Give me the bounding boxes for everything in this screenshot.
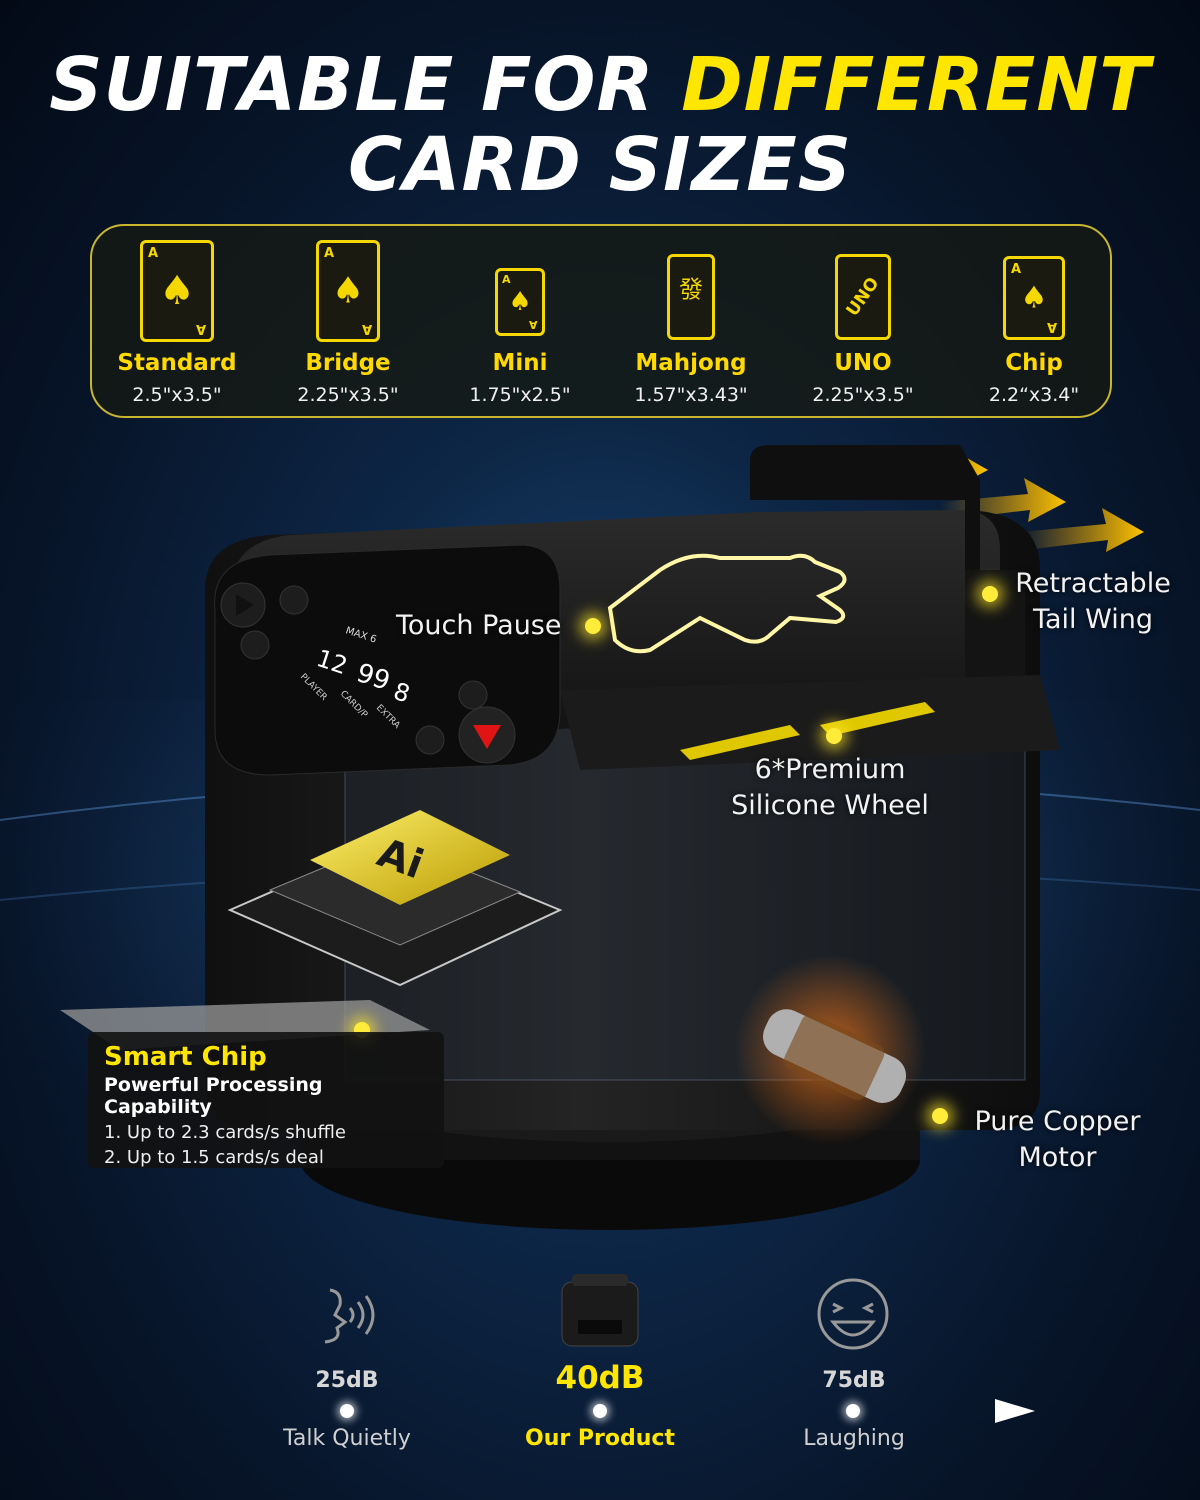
card-dimension: 1.57"x3.43"	[634, 384, 748, 406]
card-size-chip: A ♠ A Chip 2.2“x3.4"	[949, 226, 1119, 420]
whisper-icon	[324, 1288, 375, 1344]
touch-pause-label: Touch Pause	[396, 610, 562, 641]
card-dimension: 1.75"x2.5"	[469, 384, 571, 406]
noise-level-laughing: 75dB	[822, 1368, 886, 1393]
card-size-standard: A ♠ A Standard 2.5"x3.5"	[92, 226, 262, 420]
card-name: Bridge	[305, 350, 391, 376]
spade-card-icon: A ♠ A	[316, 240, 380, 342]
smart-chip-line-1: 1. Up to 2.3 cards/s shuffle	[104, 1122, 347, 1143]
card-name: Mini	[492, 350, 548, 376]
noise-desc-laughing: Laughing	[803, 1426, 905, 1451]
laughing-face-icon	[817, 1278, 889, 1350]
card-name: Chip	[1005, 350, 1063, 376]
card-size-uno: UNO UNO 2.25"x3.5"	[778, 226, 948, 420]
spade-card-icon: A ♠ A	[1003, 256, 1065, 340]
wheel-dot	[826, 728, 842, 744]
tail-wing-label: Retractable Tail Wing	[1015, 568, 1171, 636]
scale-dot-40	[593, 1404, 607, 1418]
card-size-bridge: A ♠ A Bridge 2.25"x3.5"	[263, 226, 433, 420]
noise-level-talk: 25dB	[315, 1368, 379, 1393]
smart-chip-info: Smart Chip Powerful Processing Capabilit…	[88, 1032, 444, 1168]
card-name: UNO	[834, 350, 892, 376]
card-dimension: 2.2“x3.4"	[988, 384, 1080, 406]
smart-chip-line-2: 2. Up to 1.5 cards/s deal	[104, 1147, 324, 1168]
card-name: Standard	[117, 350, 237, 376]
scale-dot-75	[846, 1404, 860, 1418]
motor-dot	[932, 1108, 948, 1124]
headline-line-1: SUITABLE FOR DIFFERENT	[0, 48, 1200, 122]
noise-level-product: 40dB	[555, 1360, 645, 1396]
noise-desc-talk: Talk Quietly	[283, 1426, 411, 1451]
headline-yellow: DIFFERENT	[681, 42, 1151, 128]
tail-wing-dot	[982, 586, 998, 602]
card-size-mahjong: 發 Mahjong 1.57"x3.43"	[606, 226, 776, 420]
smart-chip-title: Smart Chip	[104, 1042, 267, 1072]
wheel-label: 6*Premium Silicone Wheel	[731, 754, 929, 822]
headline-white: SUITABLE FOR	[49, 42, 655, 128]
card-dimension: 2.25"x3.5"	[297, 384, 399, 406]
scale-dot-25	[340, 1404, 354, 1418]
uno-card-icon: UNO	[835, 254, 891, 340]
card-dimension: 2.5"x3.5"	[132, 384, 222, 406]
touch-pause-dot	[585, 618, 601, 634]
smart-chip-subtitle: Powerful Processing Capability	[104, 1074, 323, 1118]
card-name: Mahjong	[635, 350, 747, 376]
card-dimension: 2.25"x3.5"	[812, 384, 914, 406]
card-size-mini: A ♠ A Mini 1.75"x2.5"	[435, 226, 605, 420]
mahjong-tile-icon: 發	[667, 254, 715, 340]
noise-scale-graphic	[175, 1274, 1035, 1423]
spade-card-icon: A ♠ A	[140, 240, 214, 342]
noise-desc-product: Our Product	[525, 1426, 675, 1451]
product-icon	[561, 1274, 639, 1347]
headline-line-2: CARD SIZES	[347, 122, 853, 208]
motor-label: Pure Copper Motor	[974, 1106, 1141, 1174]
spade-card-icon: A ♠ A	[495, 268, 545, 336]
card-size-panel: A ♠ A Standard 2.5"x3.5" A ♠ A Bridge 2.…	[90, 224, 1112, 418]
